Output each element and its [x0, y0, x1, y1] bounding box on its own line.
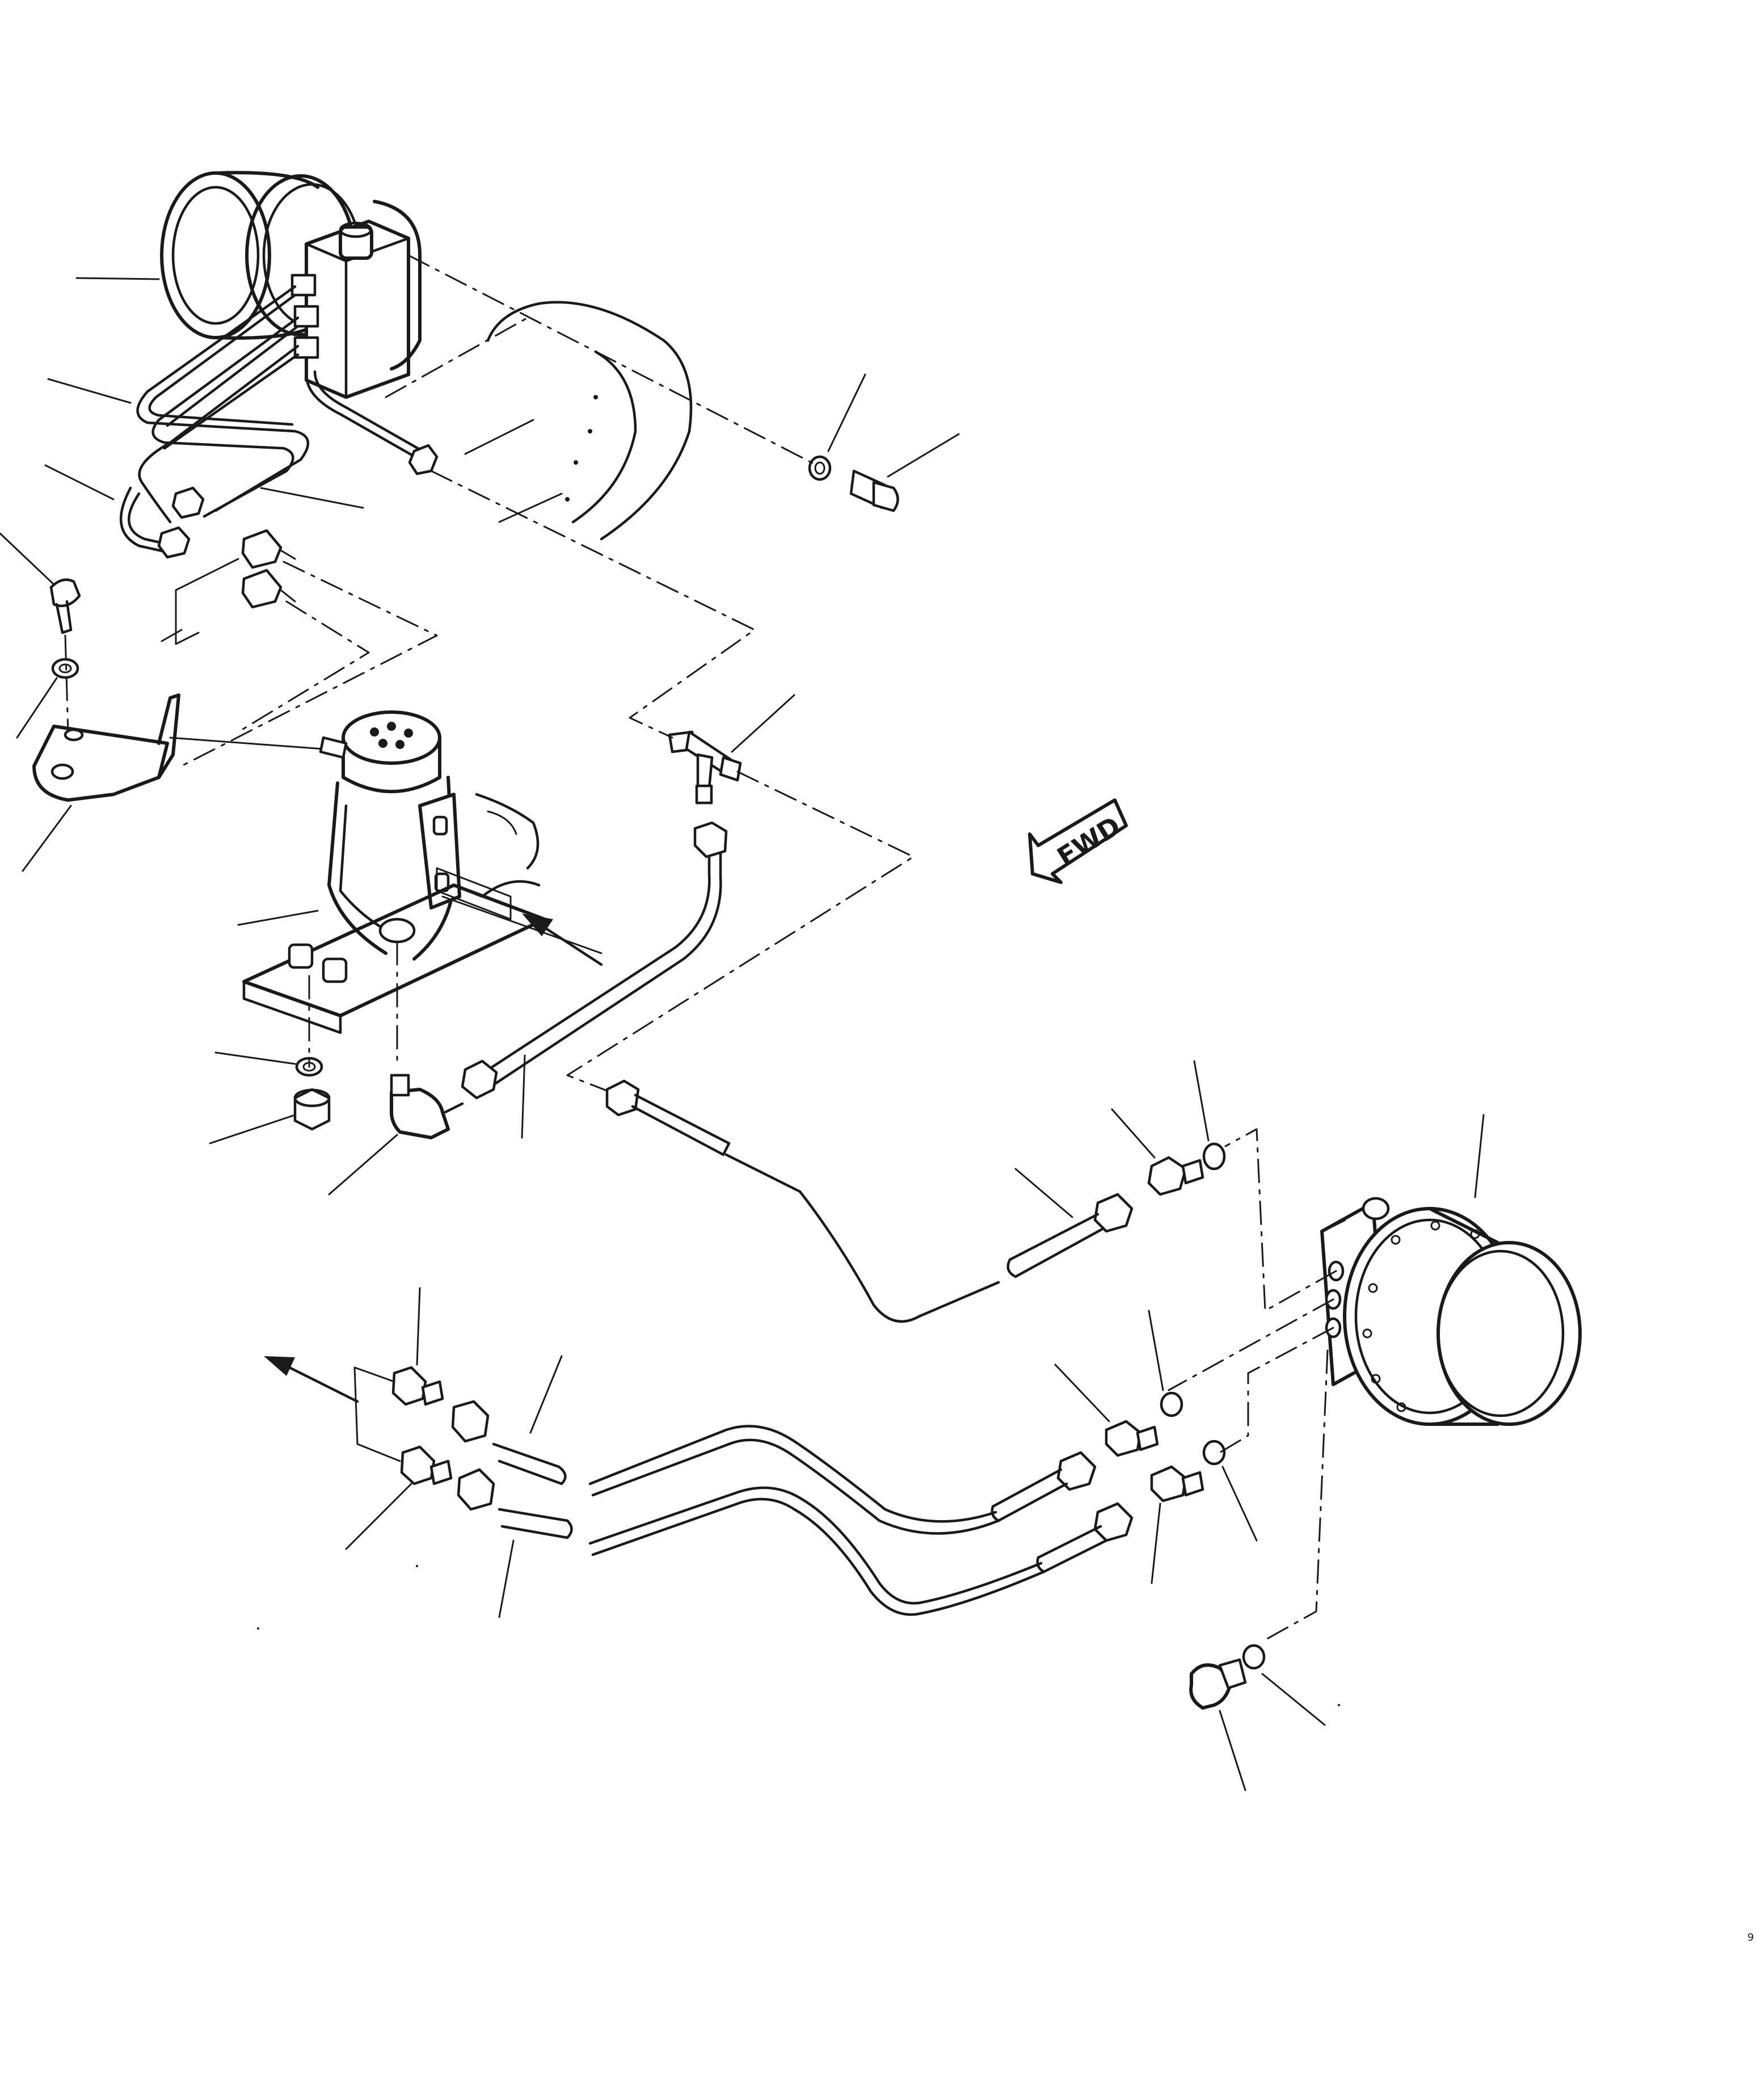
centerline: [407, 254, 818, 466]
tee-fitting: [668, 730, 742, 805]
centerline: [180, 561, 438, 767]
centerline: [385, 317, 529, 398]
washer-upper: [808, 455, 832, 481]
brake-hose-line: [724, 1153, 1000, 1323]
hose-fitting: [1093, 1502, 1134, 1542]
direction-arrow: [264, 1356, 359, 1403]
leader-line: [161, 629, 183, 642]
washer-lower: [295, 1057, 323, 1077]
union-fitting: [241, 529, 296, 569]
drive-motor-upper: [160, 171, 422, 399]
elbow-fitting: [390, 1074, 464, 1139]
leader-line: [169, 737, 325, 750]
brake-tube-to-tee: [461, 821, 728, 1100]
brake-valve: [242, 710, 546, 1034]
leader-line: [209, 1114, 296, 1144]
mounting-plane: [436, 867, 512, 920]
leader-line: [887, 433, 960, 478]
brake-tube-bundle: [119, 285, 424, 553]
leader-line: [214, 1051, 296, 1065]
o-ring: [1202, 1142, 1226, 1171]
centerline: [1219, 1327, 1334, 1454]
o-ring: [1160, 1391, 1183, 1417]
centerline: [1168, 1298, 1334, 1391]
leader-line: [1193, 1060, 1210, 1142]
adapter-fitting: [391, 1366, 444, 1406]
leader-line: [44, 464, 115, 500]
leader-line: [1219, 1710, 1246, 1791]
leader-line: [75, 277, 160, 280]
leader-line: [1148, 1310, 1164, 1391]
leader-line: [1111, 1108, 1156, 1159]
nut-lower: [293, 1088, 331, 1131]
leader-line: [416, 1287, 421, 1366]
leader-line: [1474, 1114, 1485, 1198]
leader-line: [827, 373, 866, 452]
leader-line: [1014, 1168, 1073, 1218]
hose-segment: [1006, 1213, 1105, 1278]
centerline: [566, 771, 915, 1096]
tube-nut: [408, 444, 439, 475]
centerline: [430, 470, 756, 739]
leader-line: [0, 532, 55, 586]
fwd-direction-indicator: FWD: [1028, 798, 1128, 884]
o-ring: [1242, 1644, 1266, 1670]
washer-left: [51, 658, 79, 679]
corner-mark: 9: [1747, 1931, 1754, 1943]
leader-line: [328, 1134, 398, 1196]
leader-line: [498, 1539, 515, 1618]
hose-end-lower: [457, 1468, 573, 1539]
hose-fitting: [1056, 1451, 1097, 1491]
brake-drum-phantom: [464, 301, 693, 541]
group-bracket: [353, 1366, 401, 1462]
tube-nut: [157, 526, 191, 559]
hose-end-upper: [451, 1400, 567, 1485]
centerline: [64, 634, 69, 733]
group-bracket: [175, 558, 239, 645]
centerline: [1264, 1349, 1329, 1641]
brake-hose-assembly-lower: [588, 1486, 1108, 1616]
direction-arrow: [522, 914, 603, 966]
brake-hose-assembly-upper: [588, 1425, 1068, 1535]
centerline: [237, 600, 370, 733]
leader-line: [731, 694, 795, 753]
connector-fitting: [1150, 1465, 1204, 1503]
leader-line: [16, 677, 58, 739]
tube-nut: [171, 486, 205, 519]
adapter-fitting: [400, 1445, 453, 1485]
drive-motor-lower: [1320, 1197, 1582, 1426]
hose-fitting: [1093, 1193, 1134, 1233]
connector-fitting: [1105, 1420, 1159, 1457]
leader-line: [22, 805, 72, 872]
leader-line: [260, 487, 364, 509]
leader-line: [529, 1355, 563, 1434]
bolt-left: [49, 578, 81, 634]
o-ring: [1202, 1440, 1226, 1466]
leader-line: [521, 1054, 526, 1139]
leader-line: [1151, 1503, 1161, 1584]
drain-plug: [1189, 1658, 1247, 1710]
leader-line: [345, 1483, 412, 1550]
union-fitting: [241, 569, 296, 609]
leader-line: [237, 910, 319, 926]
leader-line: [1221, 1466, 1258, 1542]
connector-fitting: [1147, 1156, 1204, 1196]
leader-line: [441, 895, 603, 954]
leader-line: [47, 378, 132, 404]
bolt-upper: [849, 469, 899, 512]
long-bolt: [605, 1079, 731, 1156]
leader-line: [1054, 1363, 1110, 1423]
leader-line: [1261, 1673, 1326, 1726]
centerline: [1224, 1128, 1337, 1312]
mounting-bracket: [32, 693, 180, 802]
